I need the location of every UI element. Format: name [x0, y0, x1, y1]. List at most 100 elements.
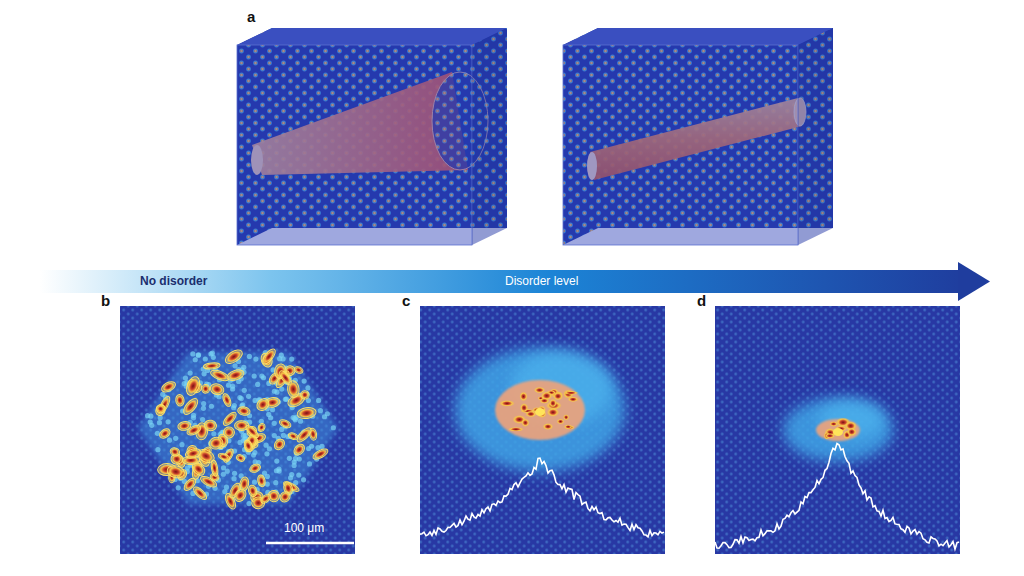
speckle-blob [259, 493, 272, 505]
speckle-blob [169, 446, 181, 457]
speckle-blob [192, 485, 209, 502]
speckle-blob [272, 437, 286, 452]
speckle-dot [232, 363, 237, 368]
intensity-profile [715, 443, 959, 549]
speckle-dot [252, 480, 257, 485]
speckle-dot [232, 403, 237, 408]
disorder-arrow [40, 262, 990, 301]
speckle-dot [253, 356, 258, 361]
top-face [237, 28, 507, 45]
core-speckle [543, 423, 554, 430]
core-speckle [557, 419, 565, 425]
speckle-dot [287, 456, 292, 461]
speckle-dot [251, 452, 256, 457]
speckle-dot [242, 388, 247, 393]
speckle-dot [200, 417, 205, 422]
speckle-dot [247, 354, 252, 359]
speckle-blob [209, 368, 230, 383]
axis-start-label: No disorder [140, 274, 207, 288]
speckle-dot [274, 458, 279, 463]
core-speckle [534, 387, 546, 394]
speckle-dot [173, 436, 178, 441]
speckle-dots [145, 350, 336, 506]
speckle-dot [283, 397, 288, 402]
speckle-blob [201, 384, 210, 393]
speckle-dot [230, 384, 235, 389]
core-speckles [824, 417, 857, 439]
speckle-dot [211, 431, 216, 436]
speckle-dot [224, 485, 229, 490]
speckle-dot [272, 421, 277, 426]
speckle-blob [296, 406, 316, 420]
core-speckle [520, 403, 528, 412]
speckle-dot [239, 396, 244, 401]
speckle-dot [167, 438, 172, 443]
diffuse-cloud [455, 348, 625, 472]
speckle-blob [292, 442, 307, 457]
speckle-blob [247, 484, 258, 497]
front-face [237, 45, 472, 245]
speckle-dot [183, 375, 188, 380]
top-face [563, 28, 833, 45]
core-speckle [547, 408, 559, 417]
speckle-dot [201, 406, 206, 411]
right-face [472, 28, 507, 245]
speckle-dot [289, 356, 294, 361]
speckle-dot [241, 365, 246, 370]
speckle-blob [155, 404, 165, 414]
speckle-dot [274, 468, 279, 473]
panel-letter: b [101, 292, 110, 310]
speckle-dot [272, 433, 277, 438]
speckle-dot [259, 419, 264, 424]
core-speckle [564, 391, 579, 395]
speckle-blob [184, 375, 202, 398]
speckle-blob [299, 389, 310, 400]
intensity-panel [120, 306, 355, 554]
speckle-blob [237, 406, 251, 417]
speckle-dot [297, 456, 302, 461]
scale-bar [266, 542, 354, 545]
speckle-dot [221, 465, 226, 470]
core-speckle [519, 392, 527, 402]
speckle-dot [298, 419, 303, 424]
speckle-dot [309, 444, 314, 449]
speckle-blob [278, 418, 292, 429]
sample-cube [563, 28, 833, 245]
sample-cube [237, 28, 507, 245]
speckle-dot [272, 389, 277, 394]
intensity-panels [120, 306, 960, 554]
speckle-blob [222, 425, 237, 440]
speckle-blob [287, 380, 300, 398]
speckle-dot [289, 472, 294, 477]
speckle-dot [259, 374, 264, 379]
speckle-dot [265, 474, 270, 479]
intensity-profile [420, 458, 664, 537]
speckle-dot [196, 353, 201, 358]
core-speckle [847, 428, 857, 437]
speckle-dot [188, 370, 193, 375]
localized-core [495, 380, 585, 440]
speckle-blob [232, 487, 248, 504]
speckle-blob [203, 419, 217, 432]
panel-letter: c [402, 292, 410, 310]
speckle-blob [255, 396, 272, 413]
speckle-dot [176, 485, 181, 490]
speckle-dot [231, 476, 236, 481]
speckle-blobs [154, 347, 329, 511]
speckle-dot [155, 447, 160, 452]
speckle-dot [209, 404, 214, 409]
core-speckle [539, 398, 549, 404]
hexagonal-halo [138, 352, 338, 504]
speckle-dot [196, 352, 201, 357]
speckle-dot [318, 408, 323, 413]
speckle-blob [311, 447, 329, 461]
front-face [563, 45, 798, 245]
speckle-blob [158, 427, 172, 440]
speckle-blob [166, 464, 186, 479]
speckle-dot [277, 356, 282, 361]
panel-letter: a [247, 8, 255, 26]
speckle-blob [244, 424, 260, 440]
diffuse-cloud [819, 400, 885, 438]
right-face [798, 28, 833, 245]
speckle-dot [166, 419, 171, 424]
